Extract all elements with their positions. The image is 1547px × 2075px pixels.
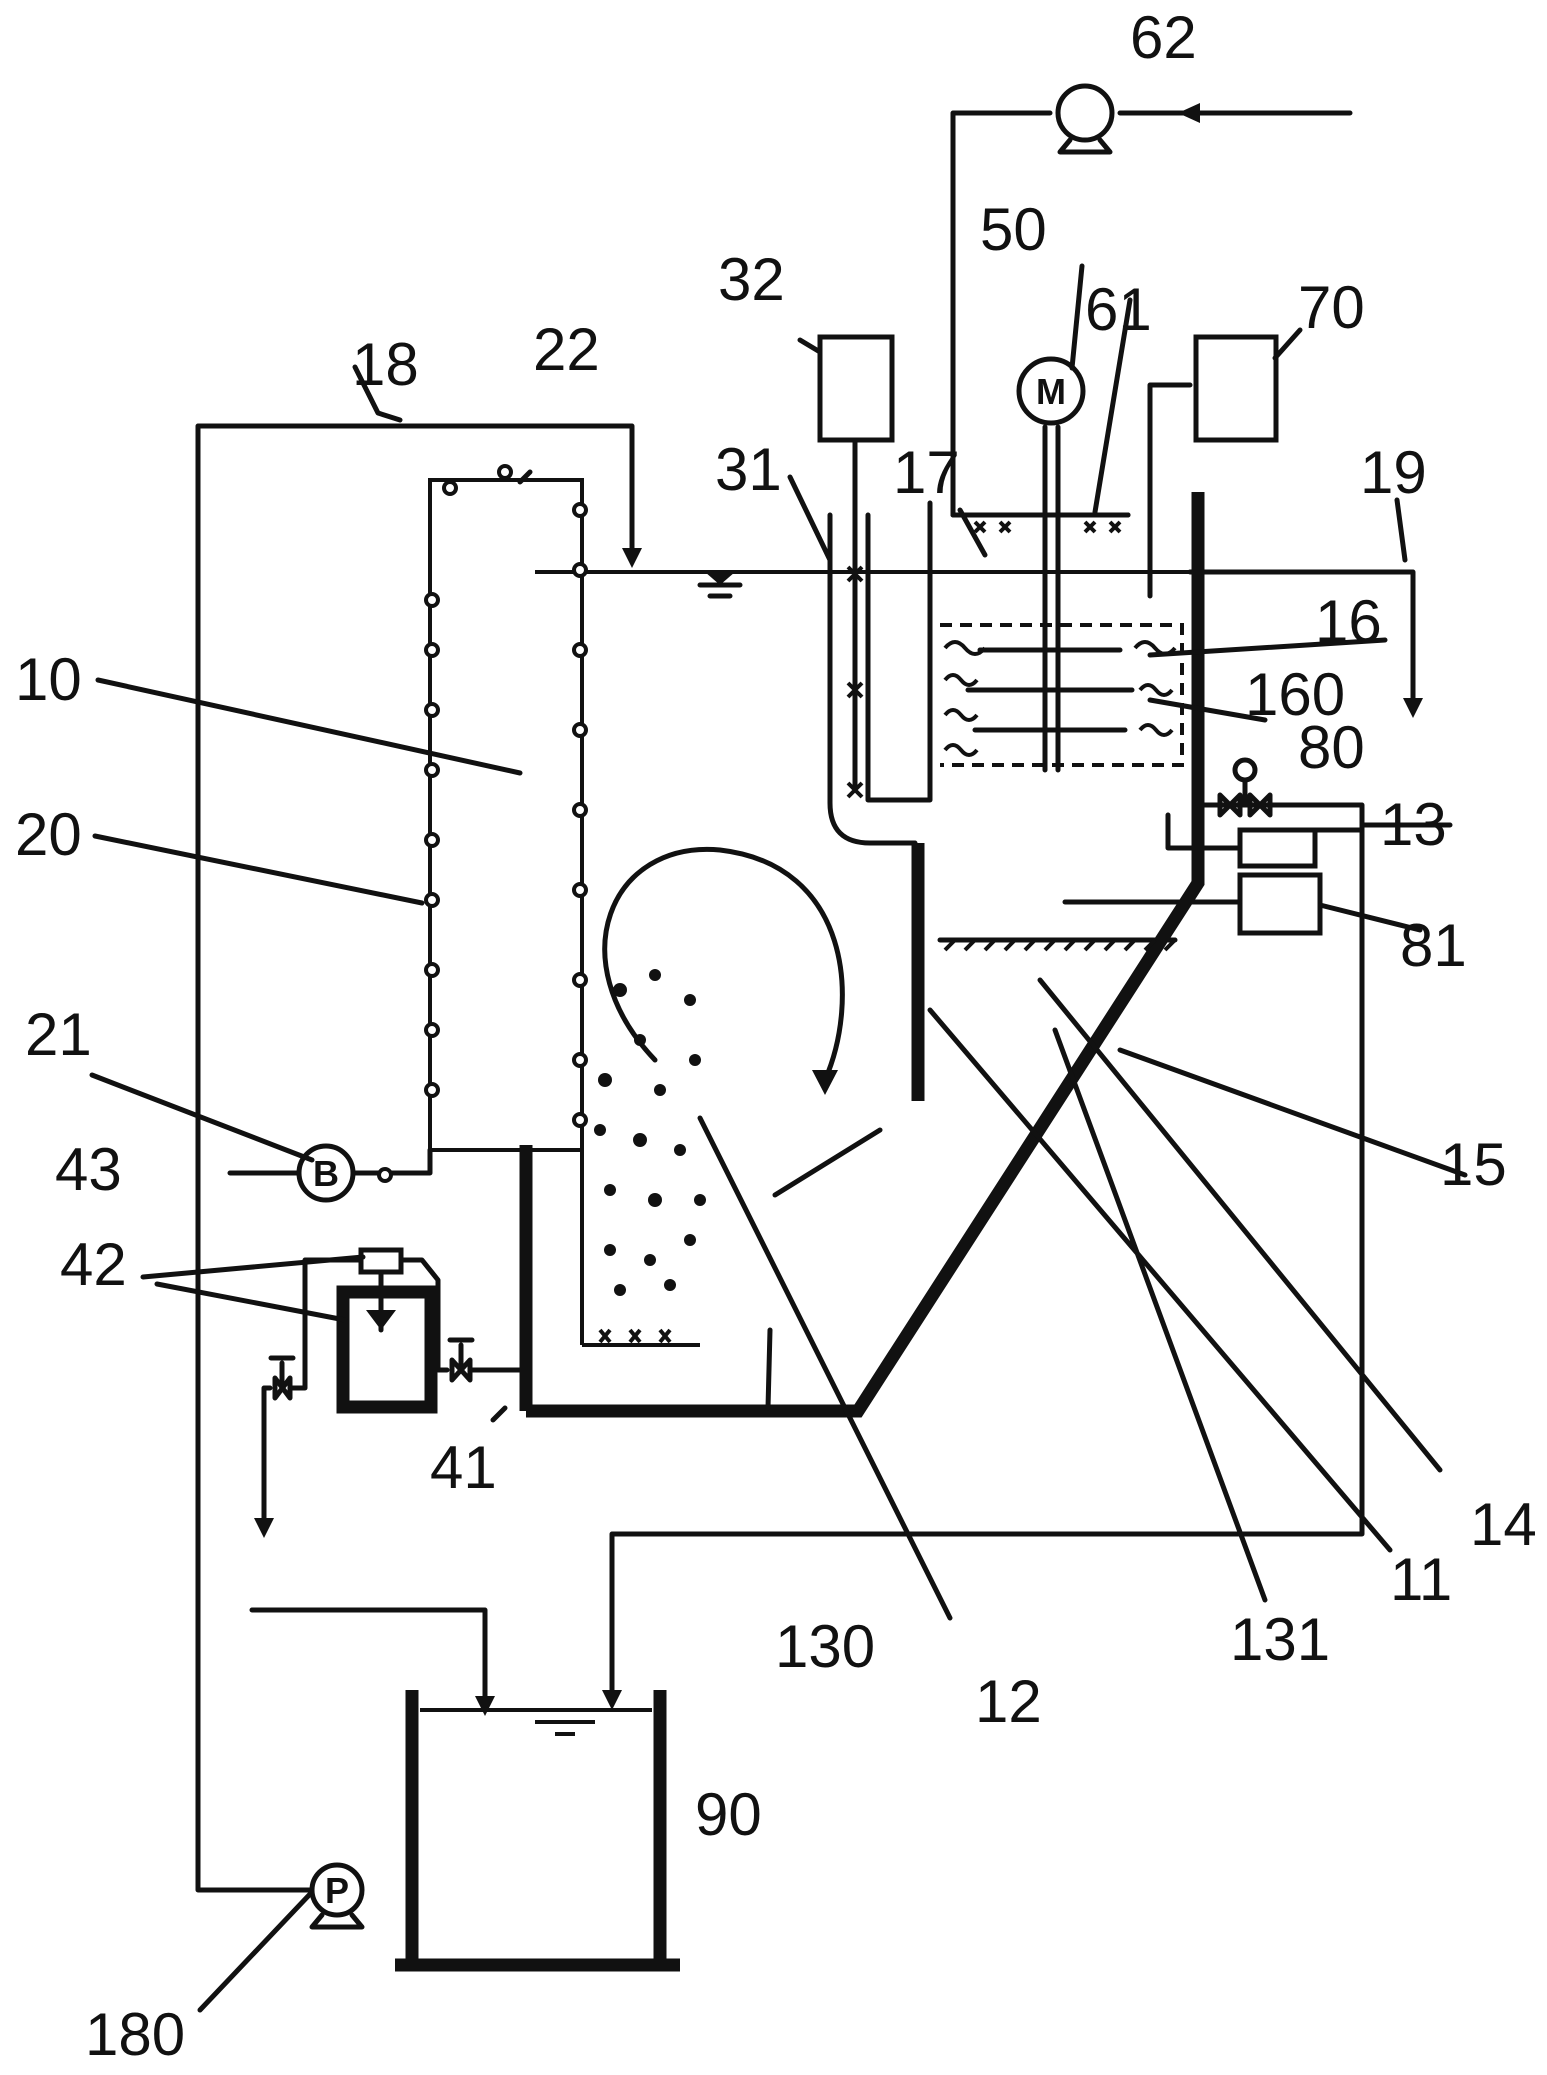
- label-19: 19: [1360, 439, 1427, 506]
- separation-zone-boundary: [940, 623, 1184, 767]
- drain-valve-line: [261, 1257, 524, 1531]
- label-70: 70: [1298, 274, 1365, 341]
- circulation-arrowhead: [812, 1070, 838, 1095]
- pump-180-base: [309, 1912, 365, 1930]
- leader-lines: [89, 263, 1468, 2013]
- sludge-layer-hatch: [943, 938, 1177, 952]
- riser-diffusers: [580, 500, 700, 1347]
- pump-62: [1055, 83, 1115, 143]
- drain-line-arrowhead: [602, 1690, 622, 1710]
- label-131: 131: [1230, 1606, 1330, 1673]
- valve-80-symbol: [1217, 777, 1273, 818]
- recirculation-pipe-arrowhead: [622, 548, 642, 568]
- water-level-marker: [697, 582, 743, 599]
- label-50: 50: [980, 196, 1047, 263]
- water-level-arrow: [705, 572, 735, 585]
- outlet-pipe-arrowhead: [1403, 698, 1423, 718]
- label-12: 12: [975, 1668, 1042, 1735]
- feed-inlet-arrow: [1178, 103, 1200, 123]
- blower-21-symbol: B: [313, 1153, 339, 1194]
- collection-tank-90: [395, 1690, 680, 1972]
- instrument-81: [1237, 872, 1323, 936]
- controller-70: [1193, 334, 1279, 443]
- label-61: 61: [1085, 276, 1152, 343]
- return-line-arrowhead: [475, 1696, 495, 1716]
- sample-line-80: [1165, 802, 1243, 851]
- label-22: 22: [533, 316, 600, 383]
- filter-column-blank: [510, 485, 535, 1145]
- label-41: 41: [430, 1434, 497, 1501]
- dosing-tank-32: [817, 334, 895, 443]
- valve-42-symbol: [268, 1355, 296, 1401]
- instrument-80: [1237, 827, 1318, 869]
- air-line-21: [227, 1147, 433, 1176]
- mixer-shaft: [1042, 424, 1061, 773]
- return-line-to-90: [249, 1607, 488, 1709]
- sensor-43-indicator: [366, 1310, 396, 1330]
- outlet-pipe-19: [1187, 569, 1416, 711]
- motor-50-symbol: M: [1036, 371, 1066, 412]
- downcomer-pipe-31: [827, 500, 933, 846]
- sensor-43-box: [358, 1247, 404, 1275]
- label-17: 17: [893, 439, 960, 506]
- drain-line-13: [609, 802, 1365, 1703]
- pump-62-base: [1057, 137, 1113, 155]
- mixer-arms: [965, 647, 1135, 733]
- label-14: 14: [1470, 1491, 1537, 1558]
- label-180: 180: [85, 2001, 185, 2068]
- label-42: 42: [60, 1231, 127, 1298]
- reactor-tank-wall: [526, 492, 1205, 1418]
- dosing-line-70: [1147, 382, 1193, 599]
- label-90: 90: [695, 1781, 762, 1848]
- label-13: 13: [1380, 791, 1447, 858]
- filter-column-20: [428, 478, 584, 1152]
- valve-80-actuator: [1232, 757, 1258, 783]
- recirculation-pipe-18: [195, 423, 635, 1893]
- vessel-42: [336, 1285, 438, 1414]
- label-160: 160: [1245, 661, 1345, 728]
- filter-column-bubbles: [377, 464, 588, 1183]
- circulation-arrow: [602, 846, 845, 1083]
- label-32: 32: [718, 246, 785, 313]
- riser-bubbles: [594, 969, 706, 1296]
- label-20: 20: [15, 801, 82, 868]
- label-21: 21: [25, 1001, 92, 1068]
- label-16: 16: [1315, 588, 1382, 655]
- motor-50: [1016, 356, 1086, 426]
- tank-90-water-level: [420, 1708, 652, 1736]
- label-18: 18: [352, 331, 419, 398]
- label-15: 15: [1440, 1131, 1507, 1198]
- pump-180-symbol: P: [325, 1870, 349, 1911]
- valve-41-symbol: [447, 1337, 475, 1383]
- pipe-31-marks: [846, 565, 864, 799]
- drain-valve-arrowhead: [254, 1518, 274, 1538]
- aerator-61-nozzles: [973, 520, 1122, 534]
- label-11: 11: [1390, 1546, 1452, 1613]
- media-16-texture: [943, 640, 1177, 757]
- label-43: 43: [55, 1136, 122, 1203]
- label-10: 10: [15, 646, 82, 713]
- label-62: 62: [1130, 4, 1197, 71]
- label-31: 31: [715, 436, 782, 503]
- label-81: 81: [1400, 912, 1467, 979]
- label-80: 80: [1298, 714, 1365, 781]
- label-130: 130: [775, 1613, 875, 1680]
